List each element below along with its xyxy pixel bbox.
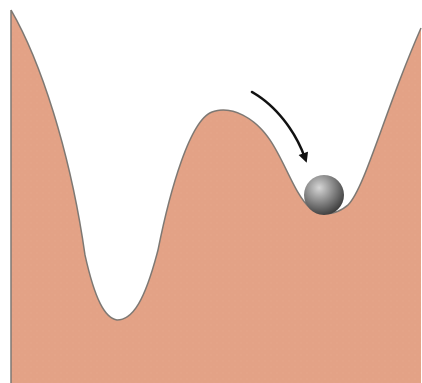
terrain-outline (10, 9, 422, 321)
terrain-texture (11, 10, 421, 383)
curved-arrow-down-icon (250, 90, 309, 163)
sphere-ball-icon (304, 175, 344, 215)
